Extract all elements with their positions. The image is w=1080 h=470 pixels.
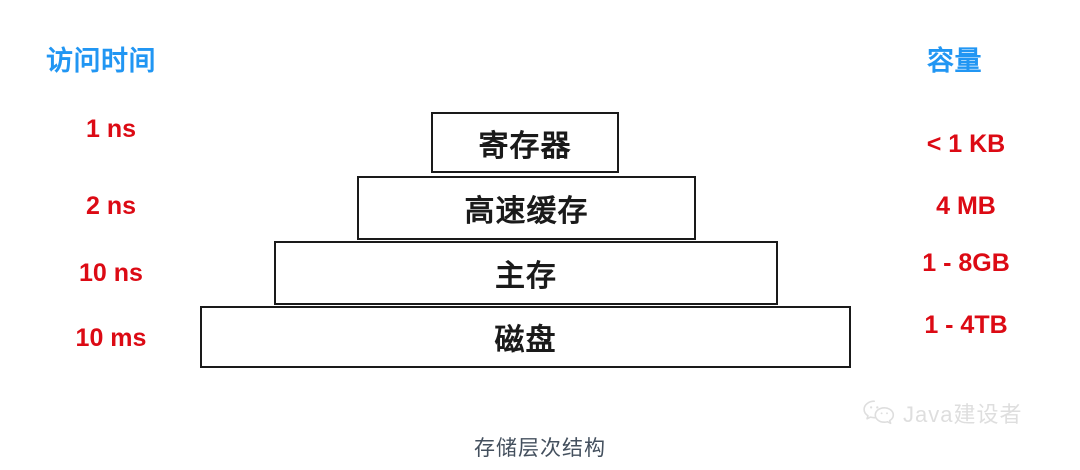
pyramid-tier-label: 主存 xyxy=(495,260,557,293)
pyramid-tier-cache: 高速缓存 xyxy=(357,176,696,240)
capacity-value-main-memory: 1 - 8GB xyxy=(922,249,1010,277)
access-time-value-cache: 2 ns xyxy=(85,192,137,220)
pyramid-tier-register: 寄存器 xyxy=(431,112,619,173)
watermark: Java建设者 xyxy=(862,397,1022,429)
diagram-caption: 存储层次结构 xyxy=(474,437,606,460)
wechat-icon xyxy=(862,399,896,427)
pyramid-tier-disk: 磁盘 xyxy=(200,306,851,368)
access-time-value-register: 1 ns xyxy=(85,115,137,143)
capacity-value-disk: 1 - 4TB xyxy=(924,311,1008,339)
pyramid-tier-label: 高速缓存 xyxy=(464,195,589,228)
pyramid-tier-label: 寄存器 xyxy=(478,129,572,163)
access-time-column-heading: 访问时间 xyxy=(46,46,156,76)
capacity-column-heading: 容量 xyxy=(927,46,982,76)
capacity-value-cache: 4 MB xyxy=(936,192,996,220)
pyramid-tier-main-memory: 主存 xyxy=(274,241,778,305)
watermark-text: Java建设者 xyxy=(903,402,1023,427)
pyramid-tier-label: 磁盘 xyxy=(494,324,557,357)
capacity-value-register: < 1 KB xyxy=(926,130,1006,158)
access-time-value-main-memory: 10 ns xyxy=(79,259,143,287)
access-time-value-disk: 10 ms xyxy=(75,324,147,352)
